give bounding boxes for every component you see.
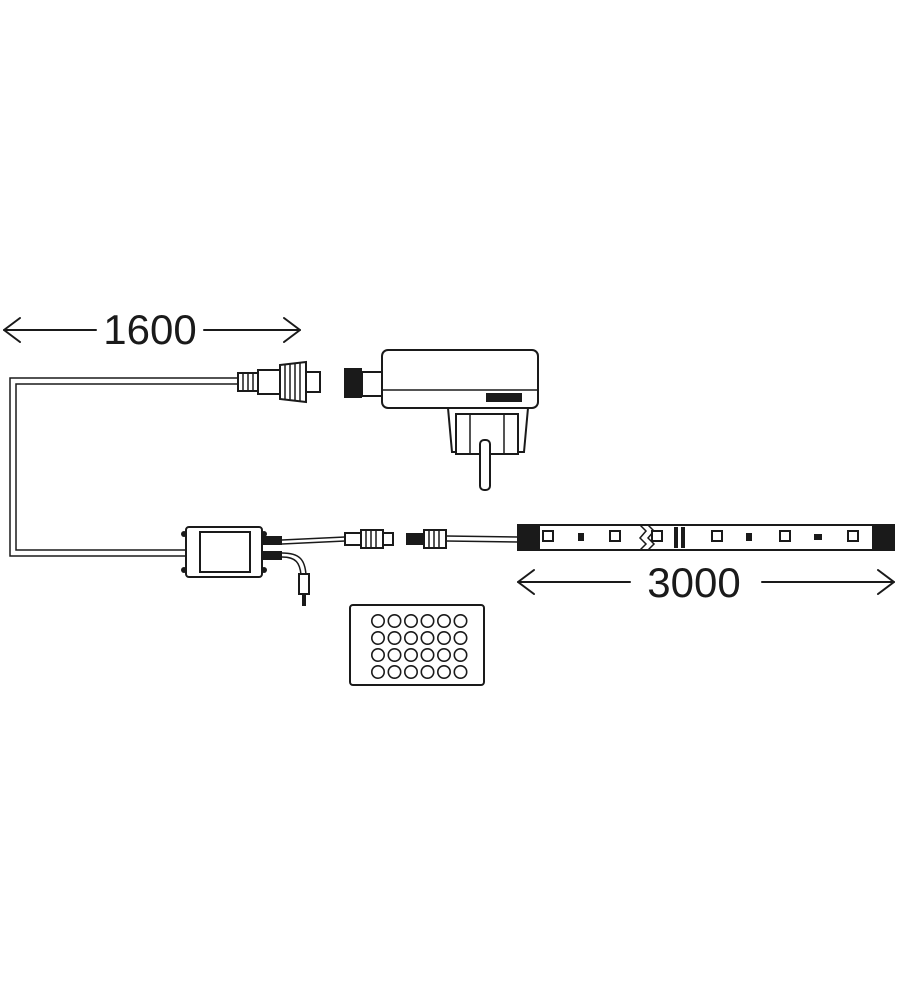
remote-button bbox=[436, 613, 451, 628]
power-adapter-icon bbox=[344, 349, 539, 491]
remote-button bbox=[387, 613, 402, 628]
remote-button bbox=[420, 613, 435, 628]
remote-button bbox=[453, 630, 468, 645]
remote-button bbox=[436, 664, 451, 679]
controller-box-icon bbox=[181, 526, 346, 606]
remote-button bbox=[403, 630, 418, 645]
arrow-left-icon bbox=[3, 317, 21, 343]
remote-button bbox=[453, 647, 468, 662]
remote-button bbox=[387, 647, 402, 662]
arrow-right-icon bbox=[877, 569, 895, 595]
remote-button bbox=[370, 630, 385, 645]
remote-button bbox=[420, 647, 435, 662]
remote-button bbox=[403, 664, 418, 679]
arrow-right-icon bbox=[283, 317, 301, 343]
remote-button bbox=[370, 647, 385, 662]
dimension-strip: 3000 bbox=[517, 559, 895, 606]
remote-button bbox=[403, 613, 418, 628]
remote-button bbox=[370, 613, 385, 628]
remote-button bbox=[387, 630, 402, 645]
dimension-label-cable: 1600 bbox=[103, 306, 196, 353]
remote-button bbox=[370, 664, 385, 679]
remote-control-icon bbox=[349, 604, 485, 686]
arrow-left-icon bbox=[517, 569, 535, 595]
dimension-label-strip: 3000 bbox=[647, 559, 740, 606]
dimension-cable: 1600 bbox=[3, 306, 301, 353]
remote-button bbox=[453, 613, 468, 628]
supply-cable bbox=[9, 377, 238, 557]
remote-button bbox=[420, 630, 435, 645]
rgb-connector-icon bbox=[344, 529, 519, 549]
remote-button bbox=[420, 664, 435, 679]
led-strip-icon bbox=[517, 524, 895, 551]
remote-button bbox=[436, 647, 451, 662]
remote-button bbox=[453, 664, 468, 679]
remote-button bbox=[387, 664, 402, 679]
remote-button-grid bbox=[370, 613, 468, 679]
remote-button bbox=[403, 647, 418, 662]
remote-button bbox=[436, 630, 451, 645]
cable-connector-icon bbox=[237, 360, 321, 404]
